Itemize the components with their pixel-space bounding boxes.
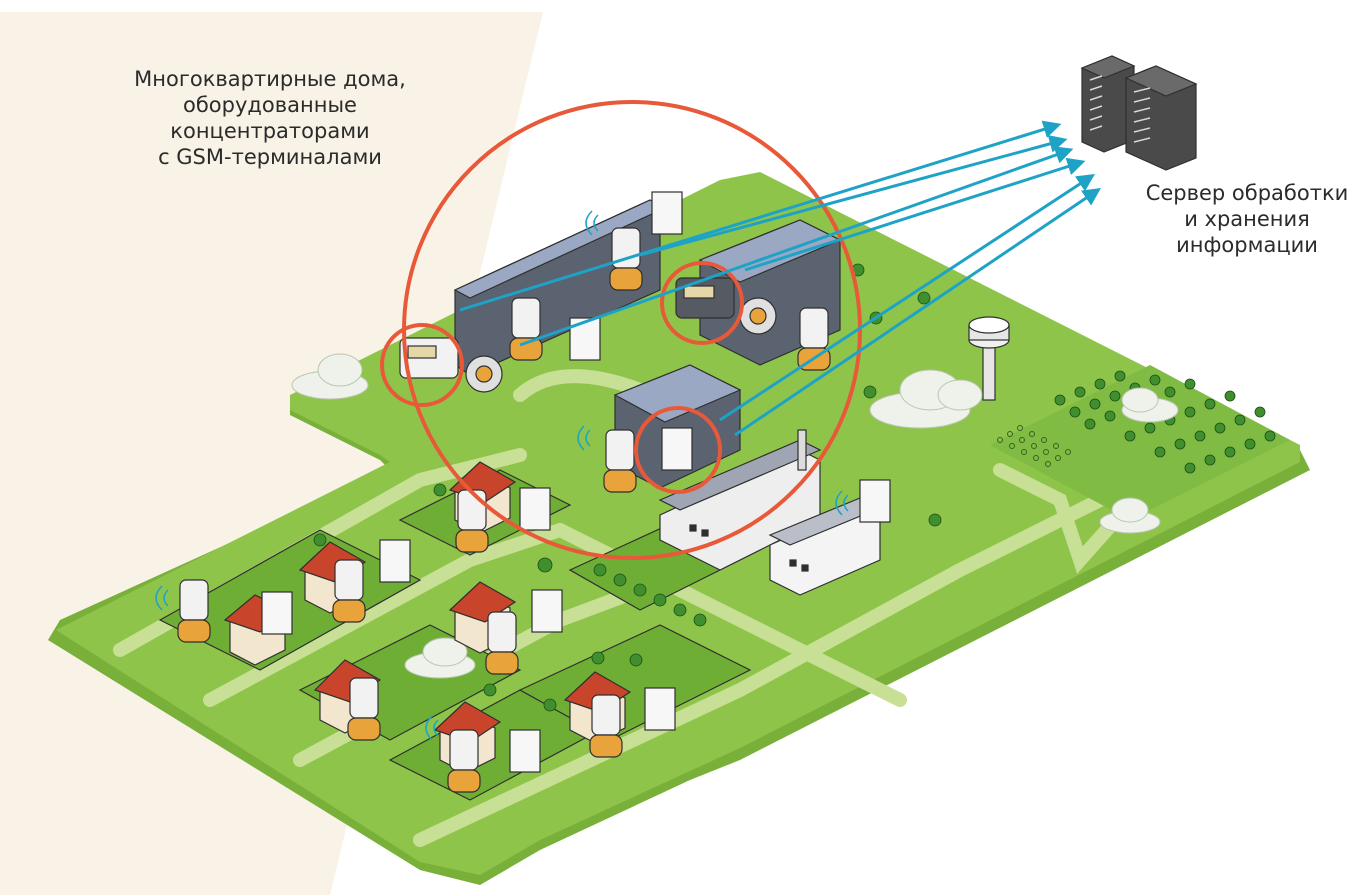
gas-meters xyxy=(261,191,891,773)
coverage-circle-meter-left xyxy=(380,323,464,407)
trees xyxy=(313,263,942,712)
data-arrows xyxy=(459,120,1101,437)
water-meters xyxy=(177,227,831,793)
factory xyxy=(658,429,882,596)
server-label: Сервер обработки и хранения информации xyxy=(1145,181,1349,257)
coverage-circle-building-lower xyxy=(634,406,722,494)
wireless-signals xyxy=(155,210,849,741)
coverage-circle-meter-right xyxy=(660,261,744,345)
apartment-buildings-label: Многоквартирные дома, оборудованные конц… xyxy=(134,67,406,169)
clouds xyxy=(291,353,1179,679)
water-tower xyxy=(968,316,1010,401)
server-rack-icon xyxy=(1080,55,1198,171)
coverage-highlights xyxy=(380,100,862,560)
